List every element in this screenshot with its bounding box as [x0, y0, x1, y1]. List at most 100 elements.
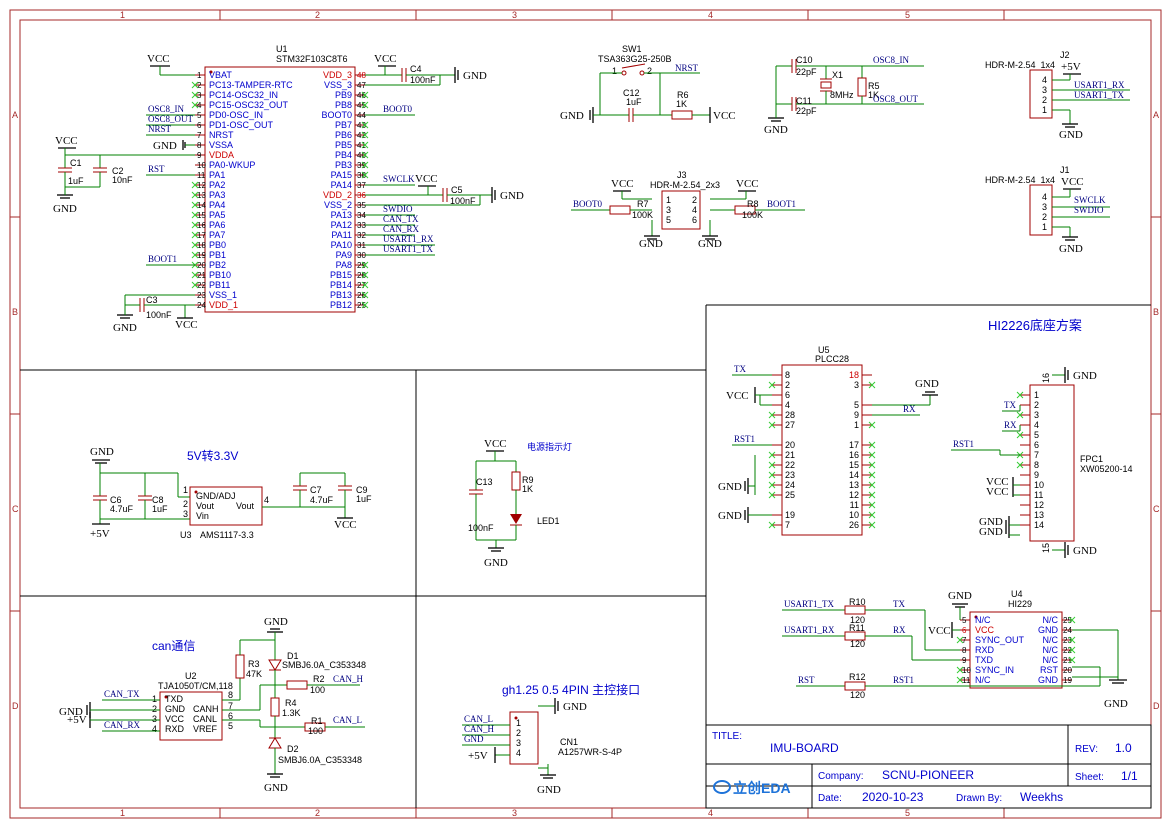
- u1-pin-name-43: PB7: [335, 120, 352, 130]
- net-osc-out-left: OSC8_OUT: [148, 114, 194, 124]
- border-row-c-right: C: [1153, 504, 1160, 514]
- fpc1-ref: FPC1: [1080, 454, 1103, 464]
- u2-pin-7: 7: [228, 701, 233, 711]
- border-row-d-right: D: [1153, 701, 1160, 711]
- vcc-label-fpc-2: VCC: [986, 486, 1009, 498]
- gnd-label-c3: GND: [113, 322, 137, 334]
- title-label: TITLE:: [712, 731, 742, 742]
- u1-pin-num-16: 16: [197, 221, 206, 230]
- net-swdio-j1: SWDIO: [1074, 205, 1104, 215]
- c11-ref: C11: [796, 96, 812, 106]
- u1-pin-name-29: PA8: [336, 260, 352, 270]
- sw1-reset-circuit: SW1 TSA363G25-250B 1 2 NRST GND C12 1uF …: [560, 44, 736, 123]
- u1-nc-13: [191, 191, 199, 199]
- net-tx-fpc: TX: [1004, 400, 1016, 410]
- u4-pin-name-5: N/C: [975, 615, 991, 625]
- u2-pin-gnd: GND: [165, 704, 186, 714]
- u1-pin-name-47: VSS_3: [324, 80, 352, 90]
- u4-nc-22: [1068, 646, 1076, 654]
- u5-pin-24: 24: [785, 480, 795, 490]
- net-usart1-rx-u4: USART1_RX: [784, 625, 835, 635]
- u1-pin-name-31: PA10: [331, 240, 352, 250]
- r1-val: 100: [308, 726, 323, 736]
- u1-pin-name-28: PB15: [330, 270, 352, 280]
- u4-pin-num-21: 21: [1063, 656, 1072, 665]
- u2-pin-6: 6: [228, 711, 233, 721]
- j2-val: HDR-M-2.54_1x4: [985, 60, 1055, 70]
- c10-val: 22pF: [796, 67, 817, 77]
- fpc1-pin-3: 3: [1034, 410, 1039, 420]
- vcc-label-j3-left: VCC: [611, 178, 634, 190]
- u2-pin-5: 5: [228, 721, 233, 731]
- u1-pin-name-7: NRST: [209, 130, 234, 140]
- u1-nc-43: [361, 121, 369, 129]
- u4-nc-7: [956, 636, 964, 644]
- u4-pin-num-19: 19: [1063, 676, 1072, 685]
- u1-pin-name-34: PA13: [331, 210, 352, 220]
- c1-ref: C1: [70, 158, 82, 168]
- u1-pin-name-22: PB11: [209, 280, 230, 290]
- net-usart1-tx-u4: USART1_TX: [784, 599, 834, 609]
- u1-nc-39: [361, 161, 369, 169]
- u1-pin-name-13: PA3: [209, 190, 225, 200]
- u4-pin-name-21: N/C: [1043, 655, 1059, 665]
- gnd-label-u4: GND: [948, 590, 972, 602]
- u4-pin-num-6: 6: [962, 626, 967, 635]
- u5-pin-20: 20: [785, 440, 795, 450]
- u1-pin-name-21: PB10: [209, 270, 231, 280]
- c4-ref: C4: [410, 64, 422, 74]
- u4-pin-num-10: 10: [962, 666, 971, 675]
- gnd-label-u5-mid: GND: [718, 481, 742, 493]
- u2-pin-4: 4: [152, 724, 157, 734]
- u1-pin-num-42: 42: [357, 131, 366, 140]
- j1-pin-3: 3: [1042, 202, 1047, 212]
- u5-pin-13: 13: [849, 480, 859, 490]
- u1-nc-15: [191, 211, 199, 219]
- drawn-by-label: Drawn By:: [956, 793, 1002, 804]
- u4-pin-num-22: 22: [1063, 646, 1072, 655]
- c5-val: 100nF: [450, 196, 476, 206]
- u4-pin-num-8: 8: [962, 646, 967, 655]
- x1-ref: X1: [832, 70, 843, 80]
- sw1-ref: SW1: [622, 44, 642, 54]
- u1-pin-name-4: PC15-OSC32_OUT: [209, 100, 289, 110]
- u1-nc-46: [361, 91, 369, 99]
- d2-ref: D2: [287, 744, 299, 754]
- u1-pin-name-24: VDD_1: [209, 300, 238, 310]
- u4-nc-11: [956, 676, 964, 684]
- gnd-label-led: GND: [484, 557, 508, 569]
- r10-ref: R10: [849, 597, 866, 607]
- fpc1-pin-11: 11: [1034, 490, 1043, 500]
- fpc1-nc-5: [1016, 431, 1024, 439]
- x1-crystal-circuit: C10 22pF C11 22pF GND X1 8MHz R5 1K OSC8…: [764, 55, 924, 136]
- c5-ref: C5: [451, 185, 463, 195]
- p5v-label-j2: +5V: [1061, 61, 1081, 73]
- gnd-label-u5-bottom: GND: [718, 510, 742, 522]
- u1-pin-num-11: 11: [197, 171, 206, 180]
- c2-ref: C2: [112, 166, 124, 176]
- net-swclk: SWCLK: [383, 174, 415, 184]
- c9-val: 1uF: [356, 494, 372, 504]
- u4-pin-num-11: 11: [962, 676, 971, 685]
- u1-pin-num-33: 33: [357, 221, 366, 230]
- u2-pin-txd: TXD: [165, 694, 184, 704]
- u5-pin-6: 6: [785, 390, 790, 400]
- u5-nc-28: [768, 411, 776, 419]
- c3-val: 100nF: [146, 310, 172, 320]
- u2-pin-vref: VREF: [193, 724, 218, 734]
- u1-nc-38: [361, 171, 369, 179]
- border-col-5: 5: [905, 10, 910, 20]
- u1-pin-num-17: 17: [197, 231, 206, 240]
- u5-pin-28: 28: [785, 410, 795, 420]
- net-can-l-u2: CAN_L: [333, 715, 362, 725]
- u2-val: TJA1050T/CM,118: [158, 681, 233, 691]
- net-can-rx-u1: CAN_RX: [383, 224, 420, 234]
- u1-nc-14: [191, 201, 199, 209]
- u1-pin-name-3: PC14-OSC32_IN: [209, 90, 278, 100]
- u1-pin-name-14: PA4: [209, 200, 225, 210]
- net-rst-left: RST: [148, 164, 165, 174]
- can-section: can通信 U2 TJA1050T/CM,118 TXD GND VCC RXD…: [59, 616, 366, 794]
- net-nrst-sw1: NRST: [675, 63, 699, 73]
- u4-pin-name-25: N/C: [1043, 615, 1059, 625]
